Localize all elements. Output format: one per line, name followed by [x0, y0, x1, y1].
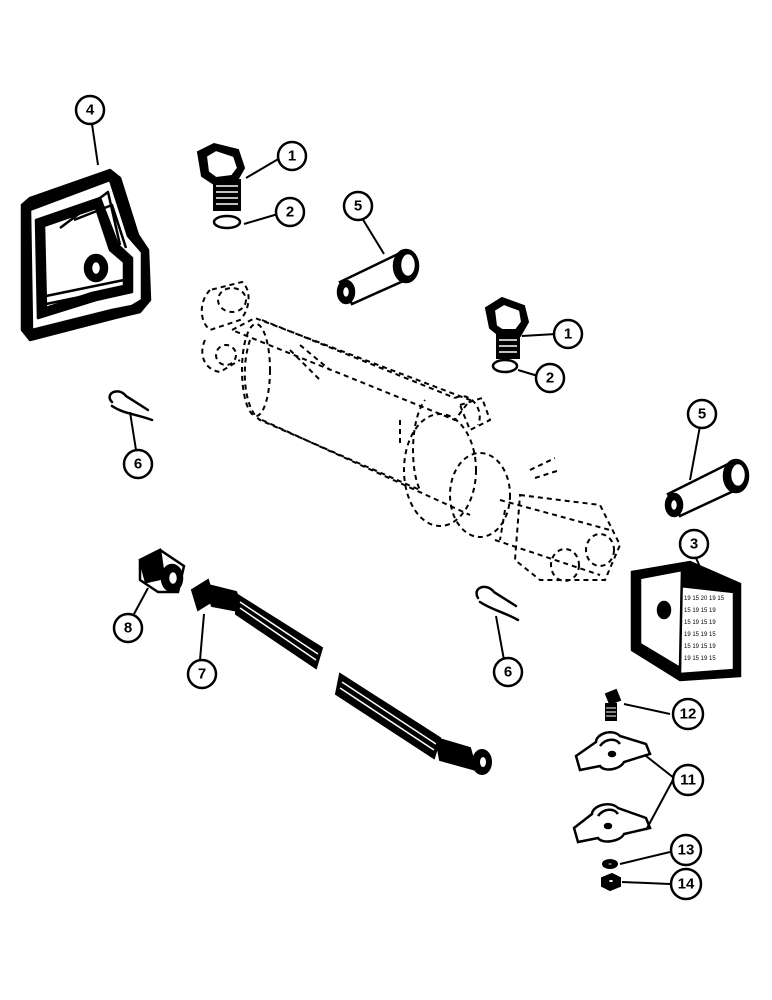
callout-3: 3: [678, 528, 710, 560]
leader-7: [199, 613, 205, 661]
part-1-elbow-fitting-lower: [484, 296, 530, 359]
leader-lines: [91, 123, 705, 885]
leader-1b: [521, 333, 557, 337]
plate-stamp-line: 19 15 19 15: [684, 656, 716, 662]
part-11-clamp-upper: [574, 731, 652, 772]
leader-2b: [517, 369, 539, 377]
part-6-cotter-pin-right: [475, 585, 520, 622]
callout-2-upper-label: 2: [286, 204, 294, 221]
callout-14-label: 14: [678, 876, 695, 893]
leader-2a: [243, 213, 279, 225]
leader-12: [623, 703, 671, 715]
part-5-pin-upper: [336, 248, 420, 306]
callout-13-label: 13: [678, 842, 695, 859]
callout-4: 4: [74, 94, 106, 126]
part-3-plate: [630, 560, 742, 682]
part-8-fitting: [138, 548, 186, 594]
part-3-plate-stamp: 19 15 20 19 15 15 19 15 19 15 19 15 19 19 1…: [684, 596, 725, 662]
leader-5a: [361, 217, 385, 255]
callout-6-left-label: 6: [134, 456, 142, 473]
callout-12: 12: [671, 697, 705, 731]
leader-6b: [495, 615, 505, 661]
hydraulic-cylinder-phantom: [200, 280, 622, 582]
leader-5b: [689, 425, 701, 481]
leader-8: [133, 587, 149, 615]
leader-3: [695, 557, 705, 577]
callout-6-left: 6: [122, 448, 154, 480]
leader-4: [91, 123, 99, 166]
part-12-bolt: [604, 688, 622, 721]
callout-1-lower: 1: [552, 318, 584, 350]
plate-stamp-line: 19 15 19 15: [684, 632, 716, 638]
callout-14: 14: [669, 867, 703, 901]
leader-6a: [129, 411, 137, 451]
part-5-pin-right: [664, 458, 750, 518]
plate-stamp-line: 15 19 15 19: [684, 644, 716, 650]
plate-stamp-line: 15 19 15 19: [684, 620, 716, 626]
callout-5-right-label: 5: [698, 406, 706, 423]
part-11-clamp-lower: [572, 803, 652, 844]
callout-1-lower-label: 1: [564, 326, 572, 343]
callout-4-label: 4: [86, 102, 95, 119]
callout-13: 13: [669, 833, 703, 867]
callout-6-right-label: 6: [504, 664, 512, 681]
callout-3-label: 3: [690, 536, 698, 553]
leader-14: [621, 881, 671, 885]
callout-12-label: 12: [680, 706, 697, 723]
part-7-hose: [190, 578, 492, 775]
callout-7-label: 7: [198, 666, 206, 683]
callout-11-label: 11: [680, 772, 696, 789]
callout-2-lower: 2: [534, 362, 566, 394]
callout-7: 7: [186, 658, 218, 690]
callout-8-label: 8: [124, 620, 132, 637]
leader-13: [619, 851, 671, 865]
part-2-o-ring-upper: [212, 214, 242, 230]
callout-2-lower-label: 2: [546, 370, 554, 387]
part-1-elbow-fitting-upper: [196, 142, 246, 211]
callout-5-upper: 5: [342, 190, 374, 222]
plate-stamp-line: 15 19 15 19: [684, 608, 716, 614]
callout-6-right: 6: [492, 656, 524, 688]
callout-1-upper: 1: [276, 140, 308, 172]
plate-stamp-line: 19 15 20 19 15: [684, 596, 725, 602]
leader-1a: [245, 157, 281, 179]
part-14-nut: [601, 872, 621, 892]
callout-2-upper: 2: [274, 196, 306, 228]
part-2-o-ring-lower: [491, 358, 519, 374]
callout-1-upper-label: 1: [288, 148, 296, 165]
callout-5-right: 5: [686, 398, 718, 430]
callout-11: 11: [671, 763, 705, 797]
callout-5-upper-label: 5: [354, 198, 362, 215]
leader-11: [645, 755, 675, 831]
callout-8: 8: [112, 612, 144, 644]
part-13-washer: [602, 859, 618, 869]
part-4-mounting-bracket: [20, 168, 152, 342]
